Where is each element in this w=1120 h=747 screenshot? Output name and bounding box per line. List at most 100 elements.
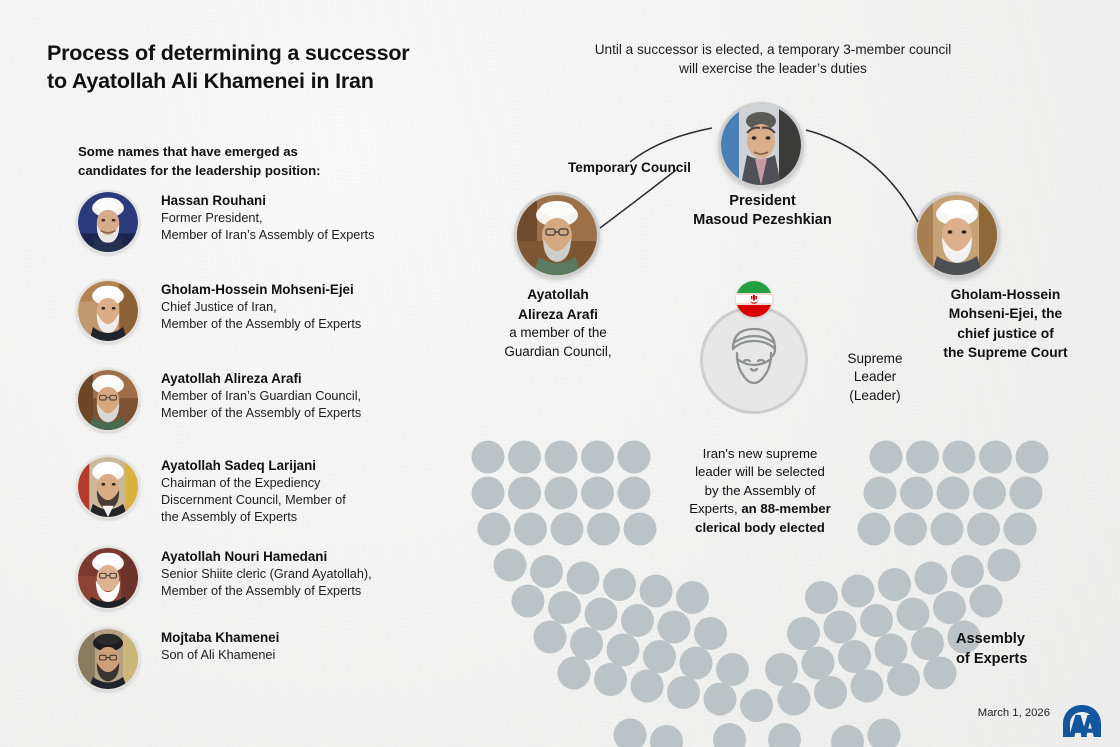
portrait-ayatollah-sadeq-larijani (76, 455, 140, 519)
portrait-gholam-hossein-mohseni-ejei-council (914, 192, 1000, 278)
candidate-name: Ayatollah Nouri Hamedani (161, 549, 328, 564)
seat-dot (623, 512, 657, 546)
portrait-masoud-pezeshkian (718, 102, 804, 188)
council-intro-line-2: will exercise the leader’s duties (679, 61, 867, 77)
seat-dot (973, 476, 1006, 510)
seat-dot (878, 568, 911, 601)
publication-date: March 1, 2026 (977, 707, 1050, 719)
council-left-name-line-2: Alireza Arafi (518, 306, 598, 322)
assembly-label-line-1: Assembly (956, 631, 1025, 647)
list-item: Gholam-Hossein Mohseni-Ejei Chief Justic… (76, 279, 361, 343)
page-title-line-1: Process of determining a successor (47, 41, 410, 65)
assembly-note-line-2: leader will be selected (695, 464, 825, 480)
seat-dot (514, 512, 547, 546)
portrait-ayatollah-alireza-arafi (76, 368, 140, 432)
portrait-mojtaba-khamenei (76, 627, 140, 691)
seat-dot (594, 663, 627, 696)
seat-dot (930, 512, 964, 546)
seat-dot (716, 653, 749, 686)
seat-dot (584, 597, 618, 631)
seat-dot (906, 440, 939, 474)
list-item: Mojtaba Khamenei Son of Ali Khamenei (76, 627, 279, 691)
list-item: Ayatollah Sadeq Larijani Chairman of the… (76, 455, 346, 526)
candidate-role-line-1: Chairman of the Expediency (161, 475, 321, 490)
seat-dot (508, 440, 541, 474)
council-right-name-line-1: Gholam-Hossein (950, 287, 1061, 302)
seat-dot (621, 604, 654, 637)
president-name: Masoud Pezeshkian (693, 212, 832, 229)
seat-dot (914, 561, 948, 595)
seat-dot (979, 440, 1012, 474)
seat-dot (508, 476, 541, 510)
council-right-member-caption: Gholam-Hossein Mohseni-Ejei, the chief j… (898, 285, 1113, 362)
seat-dot (544, 476, 578, 510)
seat-dot (969, 584, 1003, 618)
candidate-role-line-1: Chief Justice of Iran, (161, 299, 277, 314)
seat-dot (831, 725, 864, 747)
seat-dot (967, 512, 1000, 546)
seat-dot (768, 723, 801, 747)
seat-dot (471, 440, 505, 474)
seat-dot (667, 676, 700, 709)
seat-dot (887, 663, 920, 696)
seat-dot (860, 604, 893, 637)
seat-dot (900, 476, 933, 510)
council-left-desc-line-2: Guardian Council, (504, 343, 612, 359)
candidate-role-line-3: the Assembly of Experts (161, 509, 298, 524)
seat-dot (869, 440, 903, 474)
seat-dot (841, 574, 875, 608)
candidate-name: Hassan Rouhani (161, 193, 266, 208)
seat-dot (657, 610, 691, 644)
council-right-name-line-2: Mohseni-Ejei, the (948, 306, 1063, 322)
seat-dot (694, 617, 727, 650)
seat-dot (740, 689, 773, 722)
supreme-leader-label-line-1: Supreme (847, 351, 903, 366)
president-title: President (729, 193, 796, 209)
seat-dot (548, 591, 581, 624)
portrait-ayatollah-nouri-hamedani (76, 546, 140, 610)
candidates-heading-line-1: Some names that have emerged as (78, 144, 298, 159)
seat-dot (863, 476, 897, 510)
assembly-note-line-4-bold: an 88-member (741, 501, 831, 517)
seat-dot (570, 627, 603, 660)
candidate-role-line-2: Member of the Assembly of Experts (161, 405, 362, 420)
seat-dot (587, 512, 620, 546)
seat-dot (639, 574, 673, 608)
assembly-note-line-1: Iran's new supreme (702, 446, 818, 461)
candidate-role-line-1: Member of Iran’s Guardian Council, (161, 388, 362, 403)
seat-dot (923, 656, 957, 690)
assembly-note-line-4-prefix: Experts, (689, 501, 742, 517)
seat-dot (894, 512, 927, 546)
seat-dot (911, 627, 944, 660)
candidate-role-line-2: Member of Iran’s Assembly of Experts (161, 227, 375, 242)
seat-dot (987, 548, 1021, 582)
supreme-leader-label-line-3: (Leader) (849, 387, 901, 403)
council-left-desc-line-1: a member of the (509, 325, 607, 340)
seat-dot (801, 646, 835, 680)
seat-dot (838, 640, 871, 673)
seat-dot (650, 725, 683, 747)
seat-dot (823, 610, 857, 644)
seat-dot (1003, 512, 1037, 546)
seat-dot (676, 581, 709, 614)
seat-dot (857, 512, 891, 546)
council-intro-line-1: Until a successor is elected, a temporar… (594, 42, 952, 57)
seat-dot (777, 682, 811, 716)
seat-dot (874, 633, 908, 667)
seat-dot (1015, 440, 1049, 474)
seat-dot (679, 646, 713, 680)
council-right-name-line-3: chief justice of (957, 325, 1054, 341)
supreme-leader-label: Supreme Leader (Leader) (820, 350, 930, 405)
council-left-member-caption: Ayatollah Alireza Arafi a member of the … (448, 285, 668, 361)
supreme-leader-label-line-2: Leader (853, 369, 897, 385)
seat-dot (942, 440, 976, 474)
candidate-role-line-2: Discernment Council, Member of (161, 492, 346, 507)
candidate-role-line-1: Senior Shiite cleric (Grand Ayatollah), (161, 566, 372, 581)
seat-dot (544, 440, 578, 474)
candidate-role-line-2: Member of the Assembly of Experts (161, 583, 362, 598)
seat-dot (933, 591, 966, 624)
seat-dot (617, 476, 651, 510)
candidate-name: Gholam-Hossein Mohseni-Ejei (161, 282, 354, 297)
portrait-hassan-rouhani (76, 190, 140, 254)
anadolu-agency-logo (1060, 703, 1104, 739)
